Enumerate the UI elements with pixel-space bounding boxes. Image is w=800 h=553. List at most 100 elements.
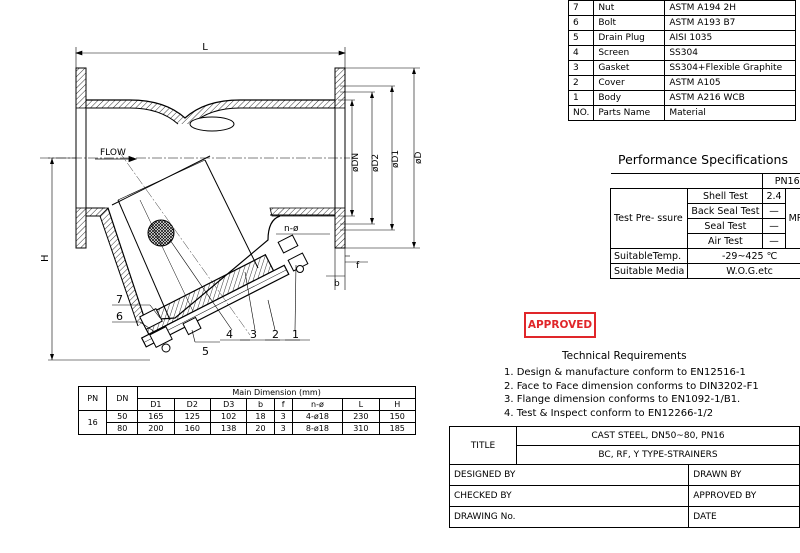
media-label: Suitable Media	[609, 263, 689, 279]
requirements-title: Technical Requirements	[562, 350, 687, 362]
part-material: ASTM A194 2H	[664, 0, 796, 16]
performance-title: Performance Specifications	[618, 152, 788, 167]
part-no: 5	[567, 30, 595, 46]
title-label: TITLE	[449, 426, 517, 465]
part-material: SS304+Flexible Graphite	[664, 60, 796, 76]
dim-header-pn: PN	[77, 386, 108, 411]
dim-L	[75, 47, 346, 68]
part-material: ASTM A105	[664, 75, 796, 91]
dim-phiD2: øD2	[371, 154, 381, 172]
test-value: —	[762, 203, 786, 219]
test-name: Shell Test	[687, 188, 764, 204]
dim-cell: 200	[137, 422, 175, 435]
requirement-item: 2. Face to Face dimension conforms to DI…	[504, 380, 759, 392]
dim-phiDN: øDN	[351, 153, 361, 172]
title-block: TITLE CAST STEEL, DN50~80, PN16 BC, RF, …	[448, 426, 800, 528]
dim-cell: 230	[342, 410, 380, 423]
checked-by: CHECKED BY	[448, 485, 690, 507]
dim-cell: 3	[273, 410, 293, 423]
dim-cell: 160	[173, 422, 211, 435]
callout-4: 4	[226, 328, 233, 341]
dim-cell: 18	[246, 410, 275, 423]
date: DATE	[688, 506, 800, 528]
dim-dn-value: 80	[106, 422, 139, 435]
part-name: Nut	[593, 0, 666, 16]
dim-cell: 150	[378, 410, 417, 423]
dim-b: b	[334, 279, 340, 289]
drawing-no: DRAWING No.	[448, 506, 690, 528]
part-material: ASTM A216 WCB	[664, 90, 796, 106]
temp-label: SuitableTemp.	[609, 248, 689, 264]
dim-cell: 8-ø18	[291, 422, 344, 435]
dim-header-dn: DN	[106, 386, 139, 411]
dim-header-main: Main Dimension (mm)	[137, 386, 416, 399]
callout-5: 5	[202, 345, 209, 358]
test-name: Air Test	[687, 233, 764, 249]
pn-header: PN16	[762, 173, 800, 189]
test-value: —	[762, 233, 786, 249]
part-name: Gasket	[593, 60, 666, 76]
test-value: 2.4	[762, 188, 786, 204]
dim-col-header: D1	[137, 398, 175, 411]
drawn-by: DRAWN BY	[688, 464, 800, 486]
dim-f: f	[356, 261, 360, 271]
callout-6: 6	[116, 310, 123, 323]
dim-col-header: f	[273, 398, 293, 411]
dim-phiD: øD	[414, 151, 424, 164]
dim-cell: 4-ø18	[291, 410, 344, 423]
requirement-item: 3. Flange dimension conforms to EN1092-1…	[504, 394, 741, 405]
test-pressure-label: Test Pre- ssure	[609, 188, 689, 249]
part-name: Body	[593, 90, 666, 106]
part-no: 3	[567, 60, 595, 76]
dim-cell: 310	[342, 422, 380, 435]
part-no: 4	[567, 45, 595, 61]
dim-cell: 102	[209, 410, 248, 423]
requirement-item: 4. Test & Inspect conform to EN12266-1/2	[504, 407, 714, 419]
part-name: Bolt	[593, 15, 666, 31]
dim-cell: 20	[246, 422, 275, 435]
title-line1: CAST STEEL, DN50~80, PN16	[517, 427, 799, 446]
requirement-item: 1. Design & manufacture conform to EN125…	[504, 367, 746, 378]
requirements-list: 1. Design & manufacture conform to EN125…	[504, 366, 759, 420]
parts-header-no: NO.	[567, 105, 595, 121]
dim-n-phi: n-ø	[284, 224, 299, 234]
performance-table: PN16 Test Pre- ssure Shell Test 2.4 MPa …	[609, 173, 800, 279]
test-value: —	[762, 218, 786, 234]
dim-H-label: H	[40, 254, 51, 262]
callout-7: 7	[116, 293, 123, 306]
dim-cell: 185	[378, 422, 417, 435]
dim-cell: 165	[137, 410, 175, 423]
part-material: ASTM A193 B7	[664, 15, 796, 31]
flow-label: FLOW	[100, 148, 126, 158]
part-material: SS304	[664, 45, 796, 61]
parts-header-name: Parts Name	[593, 105, 666, 121]
part-no: 2	[567, 75, 595, 91]
unit-mpa: MPa	[784, 188, 800, 249]
part-name: Screen	[593, 45, 666, 61]
dim-col-header: H	[378, 398, 417, 411]
title-line2: BC, RF, Y TYPE-STRAINERS	[598, 450, 718, 460]
callout-3: 3	[250, 328, 257, 341]
dim-col-header: b	[246, 398, 275, 411]
part-no: 1	[567, 90, 595, 106]
dim-col-header: n-ø	[291, 398, 344, 411]
parts-header-material: Material	[664, 105, 796, 121]
part-no: 6	[567, 15, 595, 31]
dim-cell: 3	[273, 422, 293, 435]
part-no: 7	[567, 0, 595, 16]
dim-cell: 125	[173, 410, 211, 423]
callout-1: 1	[292, 328, 299, 341]
dim-col-header: D2	[173, 398, 211, 411]
test-name: Seal Test	[687, 218, 764, 234]
temp-value: -29~425 ℃	[687, 248, 800, 264]
part-name: Cover	[593, 75, 666, 91]
